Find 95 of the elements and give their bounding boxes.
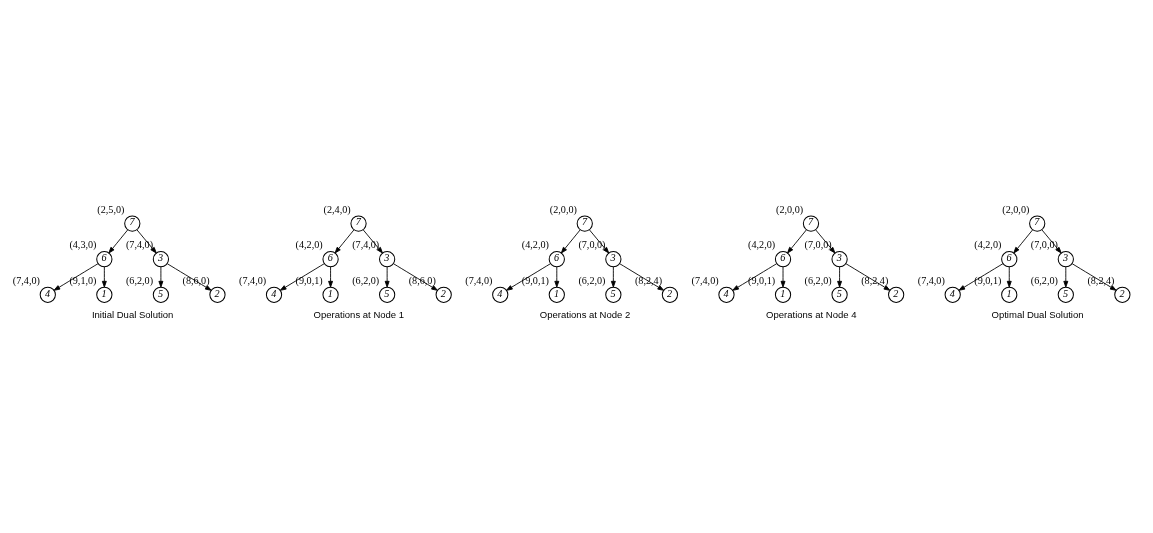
node-circle: 2 (209, 286, 226, 303)
node-circle: 5 (831, 286, 848, 303)
node-label: (9,0,1) (748, 274, 776, 286)
label: Initial Dual Solution (91, 308, 174, 320)
node-circle: 7 (802, 215, 820, 232)
node-circle: 4 (39, 286, 56, 303)
node-label: (7,4,0) (465, 274, 493, 286)
arrow (279, 263, 325, 291)
node-label: (6,2,0) (1030, 274, 1058, 286)
node-circle: 1 (1001, 286, 1018, 303)
arrow (787, 229, 807, 254)
node-label: (4,2,0) (521, 239, 549, 251)
arrow (108, 229, 129, 254)
arrow (958, 263, 1004, 291)
node-circle: 5 (1057, 286, 1074, 303)
label: Operations at Node 4 (766, 308, 857, 320)
node-label: (4,2,0) (748, 239, 776, 251)
node-label: (2,5,0) (97, 203, 125, 215)
node-label: (2,4,0) (323, 203, 351, 215)
node-label: (6,2,0) (352, 274, 380, 286)
arrow (1013, 229, 1034, 254)
node-circle: 2 (888, 286, 905, 303)
label: Optimal Dual Solution (991, 308, 1084, 320)
node-circle: 5 (152, 286, 170, 303)
node-circle: 5 (379, 286, 396, 303)
node-label: (7,4,0) (352, 239, 380, 251)
node-circle: 4 (944, 286, 961, 303)
arrow (506, 263, 551, 291)
node-circle: 7 (124, 215, 141, 232)
node-label: (7,4,0) (125, 239, 154, 251)
node-label: (2,0,0) (549, 203, 577, 215)
arrow (554, 266, 560, 288)
node-circle: 4 (718, 286, 735, 303)
node-label: (9,0,1) (521, 274, 549, 286)
node-circle: 3 (605, 251, 622, 268)
arrow (334, 229, 355, 254)
arrow (589, 229, 610, 254)
node-label: (7,4,0) (239, 274, 267, 286)
node-circle: 6 (96, 251, 113, 268)
node-circle: 1 (322, 286, 339, 303)
arrow (780, 266, 786, 288)
arrow (1063, 266, 1069, 288)
arrow (837, 266, 843, 288)
node-circle: 3 (152, 251, 170, 268)
node-label: (7,0,0) (578, 239, 606, 251)
node-label: (4,3,0) (69, 239, 97, 251)
node-circle: 6 (1001, 251, 1018, 268)
node-circle: 1 (96, 286, 113, 303)
node-circle: 2 (435, 286, 452, 303)
node-label: (4,2,0) (974, 239, 1002, 251)
arrow (815, 229, 836, 254)
arrow (158, 266, 164, 288)
arrow (384, 266, 390, 288)
node-label: (7,4,0) (691, 274, 719, 286)
arrow (1006, 266, 1012, 288)
node-circle: 2 (661, 286, 679, 303)
node-circle: 4 (265, 286, 283, 303)
arrow (610, 266, 616, 288)
node-label: (7,4,0) (917, 274, 945, 286)
node-label: (9,1,0) (69, 274, 97, 286)
node-circle: 3 (831, 251, 848, 268)
node-label: (6,2,0) (804, 274, 832, 286)
node-label: (7,0,0) (804, 239, 832, 251)
node-label: (6,2,0) (578, 274, 606, 286)
node-circle: 7 (576, 215, 593, 232)
node-circle: 5 (605, 286, 622, 303)
node-circle: 6 (774, 251, 792, 268)
arrow (362, 229, 383, 254)
node-circle: 2 (1114, 286, 1131, 303)
node-circle: 3 (379, 251, 396, 268)
node-circle: 6 (322, 251, 339, 268)
label: Operations at Node 2 (539, 308, 631, 320)
node-label: (9,0,1) (974, 274, 1002, 286)
arrow (101, 266, 107, 288)
node-circle: 7 (1029, 215, 1046, 232)
node-circle: 6 (548, 251, 565, 268)
node-circle: 7 (350, 215, 367, 232)
node-label: (2,0,0) (1002, 203, 1030, 215)
arrow (1041, 229, 1062, 254)
node-circle: 3 (1057, 251, 1074, 268)
node-label: (4,2,0) (295, 239, 323, 251)
node-circle: 1 (548, 286, 565, 303)
arrow (560, 229, 581, 254)
arrow (732, 263, 778, 291)
node-label: (2,0,0) (776, 203, 804, 215)
node-label: (9,0,1) (295, 274, 323, 286)
node-label: (7,4,0) (12, 274, 40, 286)
node-label: (6,2,0) (125, 274, 154, 286)
node-label: (7,0,0) (1030, 239, 1058, 251)
label: Operations at Node 1 (313, 308, 405, 320)
node-circle: 4 (492, 286, 509, 303)
arrow (328, 266, 334, 288)
arrow (136, 229, 157, 254)
node-circle: 1 (774, 286, 792, 303)
arrow (53, 263, 99, 291)
